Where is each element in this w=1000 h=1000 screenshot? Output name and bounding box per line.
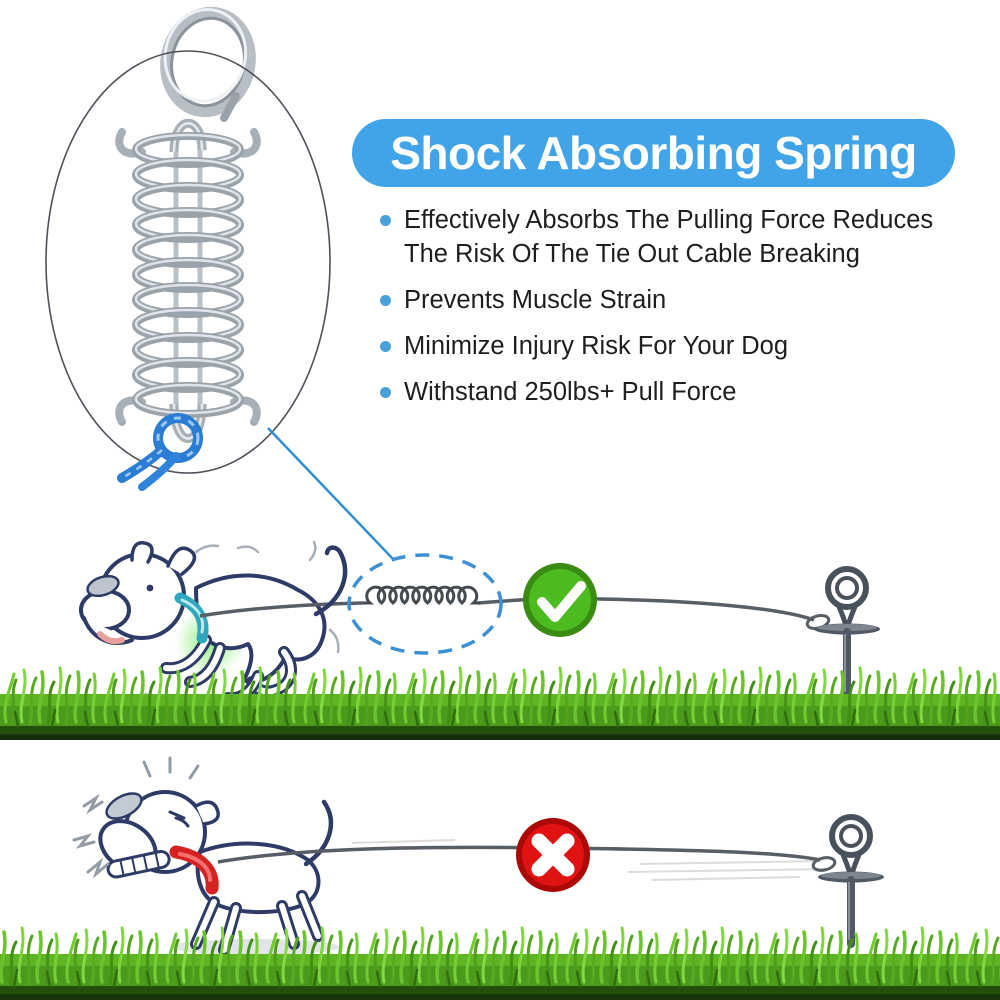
verdict-bad xyxy=(516,818,590,892)
scene-without-spring xyxy=(0,756,1000,1000)
x-icon xyxy=(531,833,575,877)
ground-stake xyxy=(814,569,880,696)
verdict-good xyxy=(523,563,597,637)
dog-nose-patch xyxy=(86,574,120,598)
carabiner-icon xyxy=(160,6,256,122)
grass-band xyxy=(0,924,1000,1000)
magnifier-ellipse xyxy=(45,50,331,474)
dog-shadow xyxy=(170,939,340,955)
ground-stake xyxy=(818,817,884,944)
tie-out-cable xyxy=(477,596,815,622)
watermark-lines xyxy=(339,839,831,881)
cable-wrap xyxy=(805,614,831,630)
dog-tail xyxy=(303,799,334,867)
dog-tail xyxy=(313,545,348,617)
scene-with-spring xyxy=(0,540,1000,740)
bullet-dot-icon xyxy=(380,341,391,352)
grass-band xyxy=(0,664,1000,740)
feature-text: Minimize Injury Risk For Your Dog xyxy=(404,332,789,360)
list-item: Withstand 250lbs+ Pull Force xyxy=(380,375,980,409)
feature-text: Prevents Muscle Strain xyxy=(404,286,667,314)
motion-arcs xyxy=(144,540,340,705)
feature-text: Effectively Absorbs The Pulling Force Re… xyxy=(404,206,934,268)
spring-on-cable-icon xyxy=(363,585,480,605)
magnifier-callout xyxy=(45,6,331,491)
stress-marks xyxy=(72,756,200,879)
blue-cable-icon xyxy=(117,413,203,491)
list-item: Minimize Injury Risk For Your Dog xyxy=(380,329,980,363)
check-icon xyxy=(537,581,586,622)
title-banner: Shock Absorbing Spring xyxy=(352,119,955,187)
dashed-highlight-ellipse xyxy=(347,553,503,655)
dog-collar xyxy=(169,845,219,895)
dog-without-spring xyxy=(98,790,334,956)
feature-text: Withstand 250lbs+ Pull Force xyxy=(404,378,737,406)
tie-out-cable-taut xyxy=(217,845,821,864)
dog-nose-patch xyxy=(105,792,143,820)
feature-list: Effectively Absorbs The Pulling Force Re… xyxy=(380,203,980,421)
list-item: Prevents Muscle Strain xyxy=(380,283,980,317)
coil-spring-icon xyxy=(115,118,261,443)
cable-wrap xyxy=(811,856,837,872)
dog-with-spring xyxy=(79,541,327,705)
gritted-teeth xyxy=(106,849,171,879)
dog-collar xyxy=(174,592,209,644)
callout-line xyxy=(267,427,394,560)
page-title: Shock Absorbing Spring xyxy=(390,127,917,179)
bullet-dot-icon xyxy=(380,387,391,398)
list-item: Effectively Absorbs The Pulling Force Re… xyxy=(380,203,980,271)
tie-out-cable xyxy=(199,601,364,618)
bullet-dot-icon xyxy=(380,215,391,226)
bullet-dot-icon xyxy=(380,295,391,306)
